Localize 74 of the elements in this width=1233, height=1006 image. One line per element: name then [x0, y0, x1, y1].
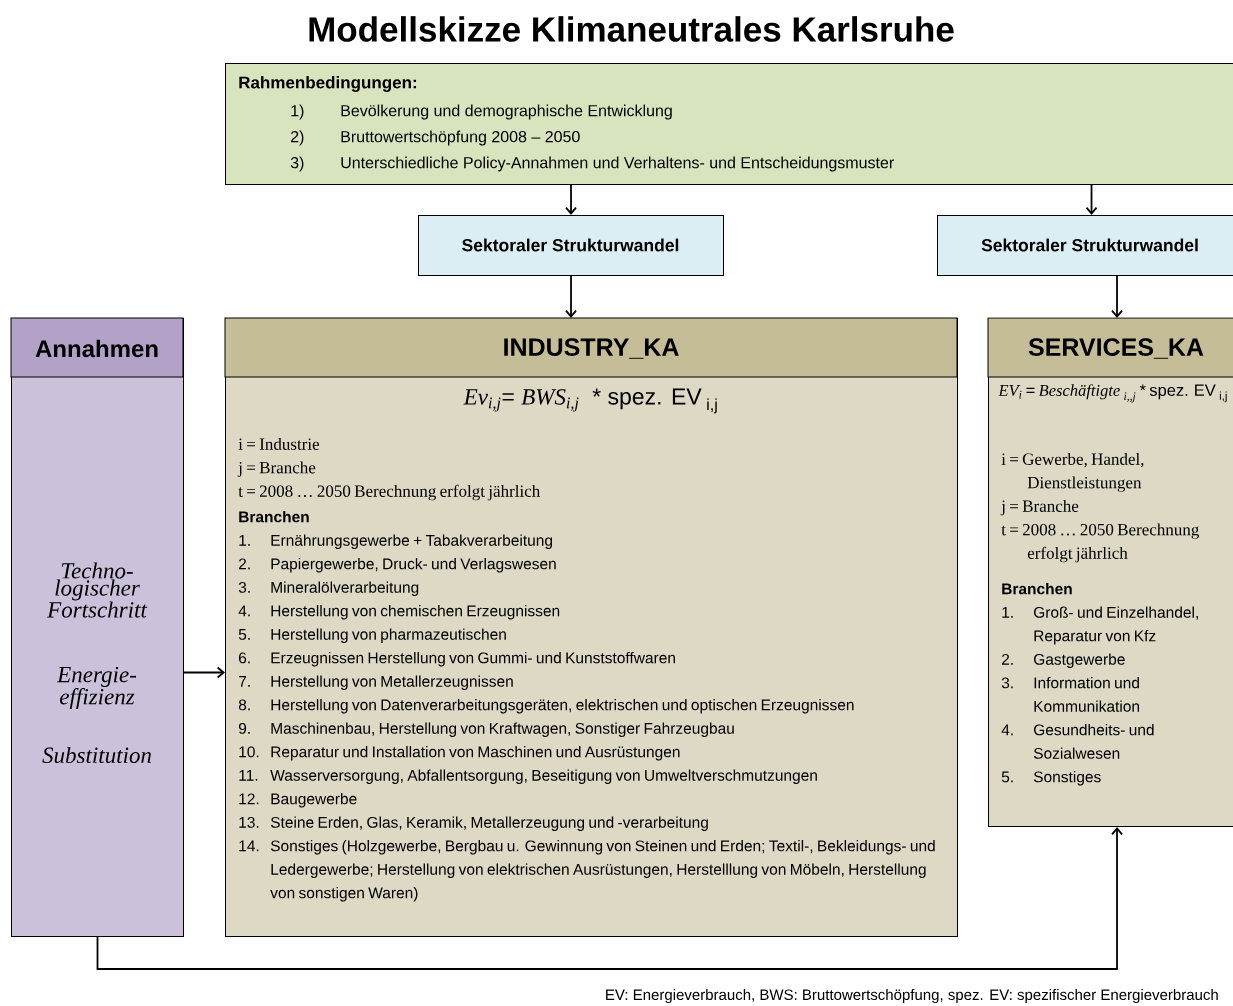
- list-number: 13.: [239, 816, 259, 828]
- assumption-text: Techno-logischer Fortschritt: [47, 562, 148, 618]
- list-number: 14.: [239, 840, 259, 852]
- arrow: [1085, 184, 1098, 215]
- list-number: 2.: [1002, 653, 1013, 665]
- list-number: 9.: [238, 722, 250, 734]
- list-item: Maschinenbau, Herstellung von Kraftwagen, Sonstiger Fahrzeugbau: [271, 722, 734, 737]
- list-item: Gastgewerbe: [1034, 653, 1125, 668]
- list-item: Baugewerbe: [271, 793, 357, 808]
- list-number: 11.: [239, 770, 258, 781]
- assumption-text: Substitution: [42, 746, 151, 764]
- list-item: Unterschiedliche Policy-Annahmen und Verhaltens- und Entscheidungsmuster: [341, 156, 894, 172]
- arrow: [565, 184, 577, 215]
- list-item: Wasserversorgung, Abfallentsorgung, Beseitigung von Umweltverschmutzungen: [270, 769, 817, 784]
- list-item: Erzeugnissen Herstellung von Gummi- und Kunststoffwaren: [271, 652, 675, 667]
- list-number: 1.: [1002, 607, 1013, 618]
- list-item: Papiergewerbe, Druck- und Verlagswesen: [271, 557, 556, 573]
- list-item: Groß- und Einzelhandel, Reparatur von Kfz: [1034, 606, 1198, 645]
- section-heading: Branchen: [239, 510, 309, 523]
- list-item: Information und Kommunikation: [1034, 676, 1139, 712]
- definition-text: j = Branche: [1000, 499, 1079, 516]
- formula: $\textit{Ev}_{\textit{i,j}}\textrm{= }\textit{BWS}_{\textit{i,j}}\textrm{ \ * spez. EV}_{\textrm{ i,j}}$: [463, 388, 717, 414]
- list-number: 2): [291, 130, 304, 146]
- list-number: 3): [290, 156, 304, 172]
- list-number: 5.: [238, 629, 250, 640]
- header-band: SERVICES_KA: [987, 317, 1233, 378]
- list-number: 5.: [1001, 771, 1013, 783]
- model-box: [224, 317, 958, 937]
- arrow: [183, 666, 225, 679]
- definition-text: t = 2008 … 2050 Berechnung erfolgt jährlich: [1001, 523, 1199, 563]
- list-number: 4.: [1001, 724, 1013, 736]
- list-item: Herstellung von chemischen Erzeugnissen: [271, 604, 560, 620]
- box-heading: Rahmenbedingungen:: [239, 76, 417, 92]
- list-item: Herstellung von Datenverarbeitungsgeräten, elektrischen und optischen Erzeugnissen: [271, 698, 854, 714]
- list-number: 6.: [239, 652, 250, 664]
- assumptions-box: [10, 317, 184, 937]
- list-item: Bruttowertschöpfung 2008 – 2050: [341, 130, 580, 146]
- list-number: 10.: [239, 746, 259, 758]
- list-item: Mineralölverarbeitung: [271, 581, 419, 596]
- list-number: 2.: [239, 558, 250, 570]
- list-item: Sonstiges: [1033, 771, 1101, 786]
- definition-text: j = Branche: [237, 461, 316, 477]
- list-number: 4.: [238, 605, 250, 617]
- list-item: Sonstiges (Holzgewerbe, Bergbau u. Gewinnung von Steinen und Erden; Textil-, Bekleidungs- und Ledergewerbe; Herstellung von elektrischen Ausrüstungen, Herstelllung von Möbeln, Herstellung von sonstigen Waren): [270, 839, 935, 902]
- caption: EV: Energieverbrauch, BWS: Bruttowertschöpfung, spez. EV: spezifischer Energieverbrauch: [606, 989, 1218, 1003]
- header-band: Annahmen: [10, 317, 184, 378]
- model-box: [987, 317, 1233, 827]
- list-number: 1.: [239, 535, 250, 546]
- conditions-box: [225, 63, 1233, 185]
- arrow: [96, 827, 1123, 970]
- arrow: [1111, 275, 1123, 318]
- section-heading: Branchen: [1002, 582, 1072, 595]
- list-number: 1): [291, 104, 304, 120]
- list-number: 7.: [239, 676, 250, 687]
- header-band: INDUSTRY_KA: [224, 317, 958, 378]
- process-box: Sektoraler Strukturwandel: [418, 215, 724, 276]
- process-box: Sektoraler Strukturwandel: [937, 215, 1233, 276]
- formula: $\textit{EV}_{\textit{i}}\textrm{ = }\textit{Beschäftigte}_{\textit{ i,,j}}\textrm{ * spez. EV}_{\textrm{ i,j}}$: [998, 384, 1227, 403]
- arrow: [565, 275, 577, 318]
- list-number: 12.: [239, 793, 259, 805]
- list-number: 3.: [1001, 677, 1013, 689]
- assumption-text: Energie-effizienz: [56, 666, 136, 710]
- list-number: 8.: [238, 699, 250, 711]
- list-number: 3.: [238, 581, 250, 593]
- list-item: Steine Erden, Glas, Keramik, Metallerzeugung und -verarbeitung: [270, 816, 708, 831]
- definition-text: i = Industrie: [238, 437, 320, 450]
- list-item: Gesundheits- und Sozialwesen: [1033, 724, 1154, 759]
- list-item: Bevölkerung und demographische Entwicklung: [341, 104, 672, 120]
- definition-text: t = 2008 … 2050 Berechnung erfolgt jährlich: [238, 484, 540, 501]
- list-item: Herstellung von Metallerzeugnissen: [271, 675, 513, 690]
- list-item: Reparatur und Installation von Maschinen und Ausrüstungen: [271, 745, 680, 761]
- list-item: Herstellung von pharmazeutischen: [271, 628, 506, 643]
- title: Modellskizze Klimaneutrales Karlsruhe: [309, 16, 954, 42]
- list-item: Ernährungsgewerbe + Tabakverarbeitung: [271, 534, 552, 549]
